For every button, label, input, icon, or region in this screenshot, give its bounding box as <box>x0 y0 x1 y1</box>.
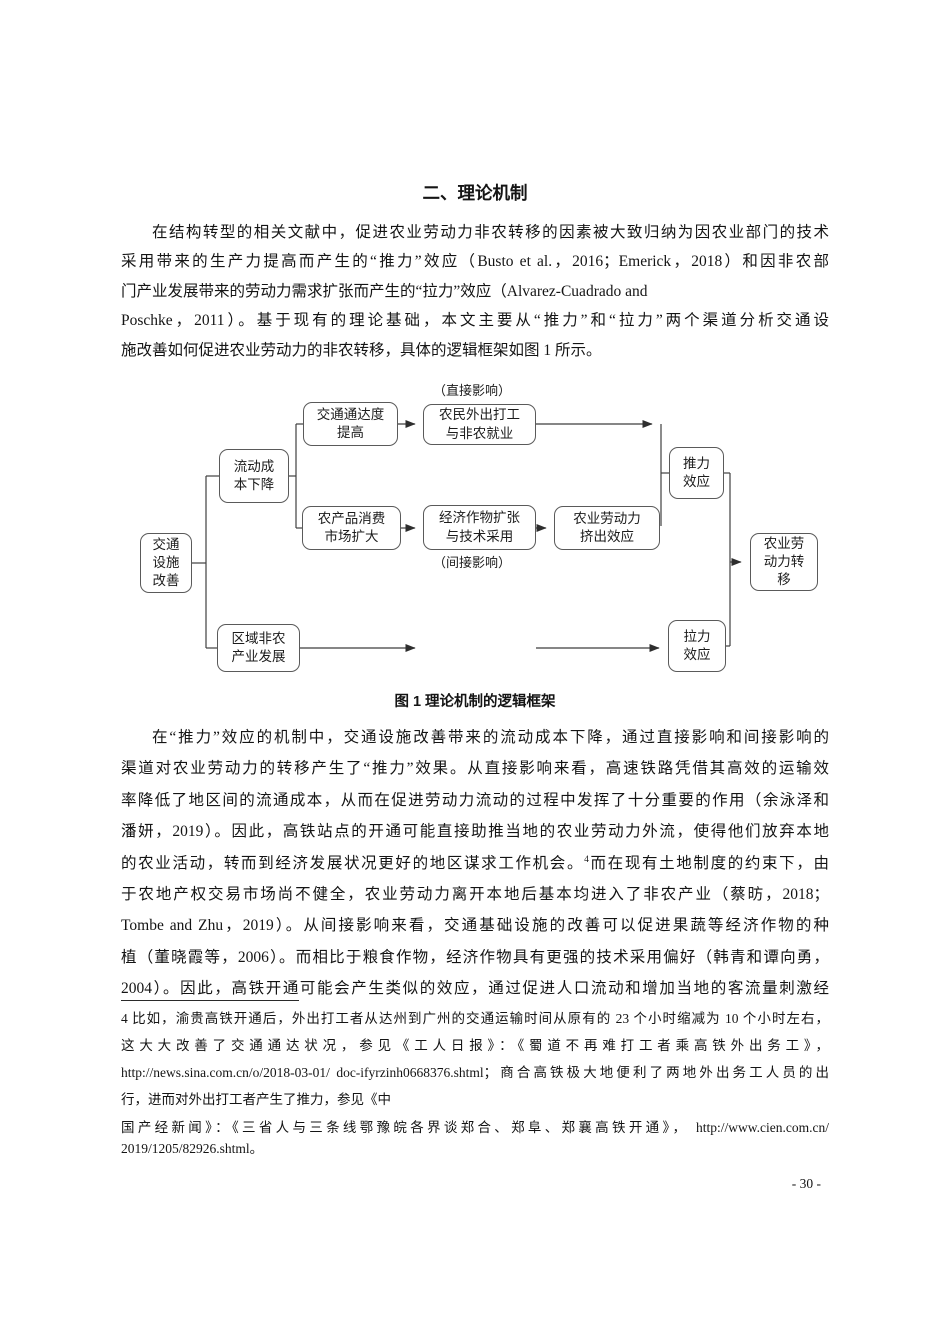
figure-box-label: 农业劳动力 挤出效应 <box>573 510 641 544</box>
figure-box-push-effect: 推力 效应 <box>669 447 724 499</box>
figure-box-mobility-cost-decline: 流动成 本下降 <box>219 449 289 503</box>
footnote-line: http://news.sina.com.cn/o/2018-03-01/ do… <box>121 1065 829 1080</box>
figure-box-label: 流动成 本下降 <box>233 458 275 492</box>
text-line: 于农地产权交易市场尚不健全，农业劳动力离开本地后基本均进入了非农产业（蔡昉，20… <box>121 886 829 904</box>
figure-box-label: 农业劳 动力转 移 <box>763 535 805 588</box>
text-line: 植（董晓霞等，2006）。而相比于粮食作物，经济作物具有更强的技术采用偏好（韩青… <box>121 948 829 966</box>
figure-box-pull-effect: 拉力 效应 <box>668 620 726 672</box>
figure-annotation-indirect: （间接影响） <box>432 555 511 570</box>
figure-box-label: 拉力 效应 <box>683 628 711 662</box>
footnote-reference-4: 4 <box>584 854 589 865</box>
figure-1-diagram: （直接影响） （间接影响） 交通 设施 改善 流动成 本下降 区域非农 产业发展… <box>140 378 830 690</box>
text-line: Poschke，2011）。基于现有的理论基础，本文主要从“推力”和“拉力”两个… <box>121 312 829 330</box>
figure-box-regional-nonfarm-dev: 区域非农 产业发展 <box>217 624 300 672</box>
text-line: 施改善如何促进农业劳动力的非农转移，具体的逻辑框架如图 1 所示。 <box>121 341 602 359</box>
figure-box-label: 农产品消费 市场扩大 <box>317 510 386 544</box>
text-line: 采用带来的生产力提高而产生的“推力”效应（Busto et al.，2016；E… <box>121 253 829 271</box>
figure-box-cash-crop-tech: 经济作物扩张 与技术采用 <box>423 505 536 550</box>
figure-box-label: 农民外出打工 与非农就业 <box>439 407 520 441</box>
text-segment: 的农业活动，转而到经济发展状况更好的地区谋求工作机会。 <box>121 854 585 872</box>
figure-box-transport-improvement: 交通 设施 改善 <box>140 533 192 593</box>
text-line: 2004）。因此，高铁开通可能会产生类似的效应，通过促进人口流动和增加当地的客流… <box>121 980 829 998</box>
figure-box-agri-market-expansion: 农产品消费 市场扩大 <box>302 506 401 550</box>
text-line-with-footnote-ref: 的农业活动，转而到经济发展状况更好的地区谋求工作机会。4而在现有土地制度的约束下… <box>121 848 829 879</box>
figure-1-caption: 图 1 理论机制的逻辑框架 <box>394 694 556 710</box>
text-line: 门产业发展带来的劳动力需求扩张而产生的“拉力”效应（Alvarez-Cuadra… <box>121 282 648 300</box>
footnote-4: 4 比如，渝贵高铁开通后，外出打工者从达州到广州的交通运输时间从原有的 23 个… <box>121 1005 829 1113</box>
text-line: 渠道对农业劳动力的转移产生了“推力”效果。从直接影响来看，高速铁路凭借其高效的运… <box>121 760 829 778</box>
figure-connectors <box>192 419 742 653</box>
page-number: - 30 - <box>791 1176 821 1191</box>
text-line: Tombe and Zhu，2019）。从间接影响来看，交通基础设施的改善可以促… <box>121 917 829 935</box>
footnote-line: 2019/1205/82926.shtml。 <box>121 1140 264 1156</box>
figure-box-label: 区域非农 产业发展 <box>231 630 286 664</box>
figure-annotation-direct: （直接影响） <box>432 383 511 398</box>
text-line: 在“推力”效应的机制中，交通设施改善带来的流动成本下降，通过直接影响和间接影响的 <box>152 729 829 746</box>
footnote-line: 4 比如，渝贵高铁开通后，外出打工者从达州到广州的交通运输时间从原有的 23 个… <box>121 1011 829 1026</box>
text-line: 潘妍，2019）。因此，高铁站点的开通可能直接助推当地的农业劳动力外流，使得他们… <box>121 823 829 841</box>
figure-box-migrant-work: 农民外出打工 与非农就业 <box>423 404 536 445</box>
figure-box-labor-transfer: 农业劳 动力转 移 <box>750 533 818 591</box>
footnote-line: 国产经新闻》：《三省人与三条线鄂豫皖各界谈郑合、郑阜、郑襄高铁开通》， http… <box>121 1120 829 1135</box>
footnote-line: 这大大改善了交通通达状况，参见《工人日报》：《蜀道不再难打工者乘高铁外出务工》， <box>121 1038 829 1053</box>
section-title: 二、理论机制 <box>422 183 528 203</box>
footnote-4-continued: 国产经新闻》：《三省人与三条线鄂豫皖各界谈郑合、郑阜、郑襄高铁开通》， http… <box>121 1118 829 1159</box>
figure-box-label: 推力 效应 <box>683 455 710 489</box>
text-line: 率降低了地区间的流通成本，从而在促进劳动力流动的过程中发挥了十分重要的作用（余泳… <box>121 791 829 809</box>
figure-box-labor-squeeze: 农业劳动力 挤出效应 <box>554 506 660 550</box>
text-line: 在结构转型的相关文献中，促进农业劳动力非农转移的因素被大致归纳为因农业部门的技术 <box>152 224 829 241</box>
paragraph-2: 在“推力”效应的机制中，交通设施改善带来的流动成本下降，通过直接影响和间接影响的… <box>121 722 829 1005</box>
footnote-separator <box>121 1000 299 1001</box>
text-segment: 而在现有土地制度的约束下，由 <box>588 854 829 872</box>
figure-box-label: 交通 设施 改善 <box>152 536 180 589</box>
footnote-line: 行，进而对外出打工者产生了推力，参见《中 <box>121 1092 391 1107</box>
figure-box-accessibility-increase: 交通通达度 提高 <box>303 402 398 446</box>
paragraph-1: 在结构转型的相关文献中，促进农业劳动力非农转移的因素被大致归纳为因农业部门的技术… <box>121 218 829 365</box>
figure-box-label: 经济作物扩张 与技术采用 <box>439 510 520 544</box>
figure-box-label: 交通通达度 提高 <box>316 406 385 440</box>
